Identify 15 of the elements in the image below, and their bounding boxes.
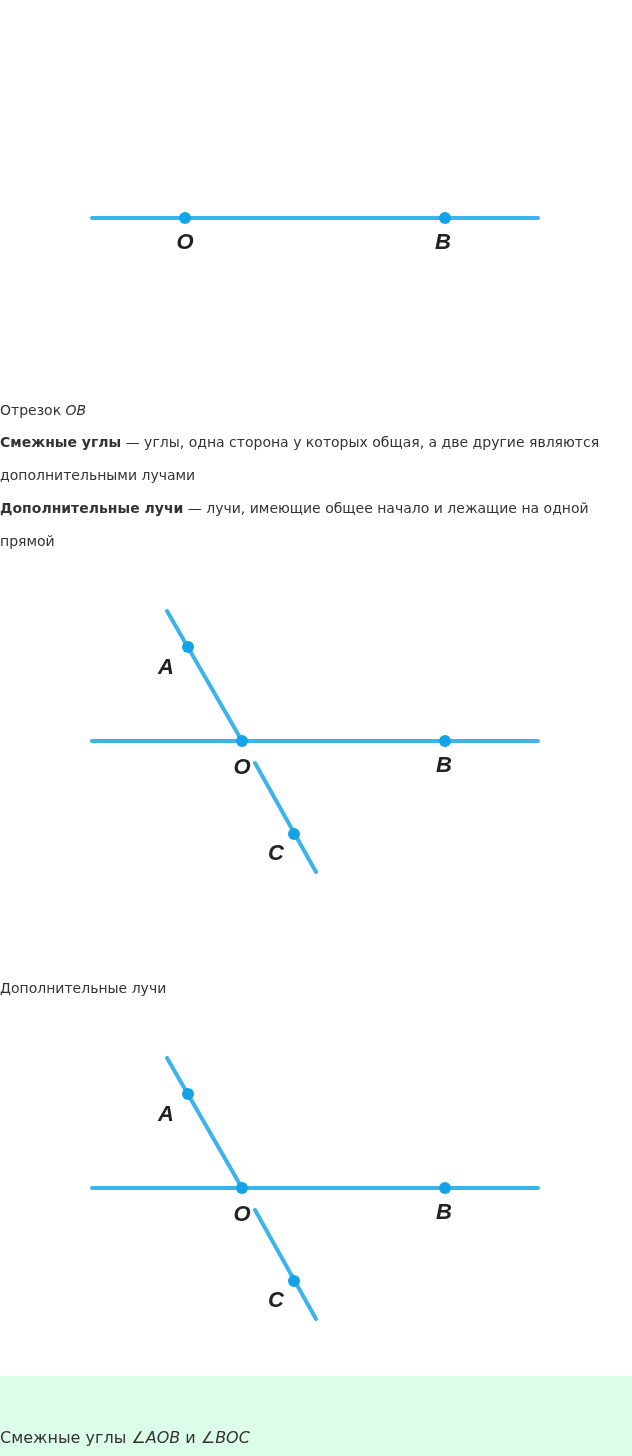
point-label: B: [435, 231, 451, 253]
point-label: O: [233, 756, 251, 778]
point-label: C: [268, 842, 284, 864]
definition-text: Смежные углы — углы, одна сторона у которых общая, а две другие являются дополнительными лучами: [0, 433, 601, 485]
point-label: A: [158, 656, 174, 678]
caption-text: Дополнительные лучи: [0, 980, 167, 996]
point-label: B: [436, 754, 452, 776]
point-label: A: [158, 1103, 174, 1125]
point-label: B: [436, 1201, 452, 1223]
point-label: O: [233, 1203, 251, 1225]
definition-text: Дополнительные лучи — лучи, имеющие общее начало и лежащие на одной прямой: [0, 499, 590, 551]
point-label: O: [176, 231, 194, 253]
point-label: C: [268, 1289, 284, 1311]
note-text: Смежные углы ∠AOB и ∠BOC: [0, 1428, 250, 1447]
text: Отрезок OB: [0, 402, 87, 418]
